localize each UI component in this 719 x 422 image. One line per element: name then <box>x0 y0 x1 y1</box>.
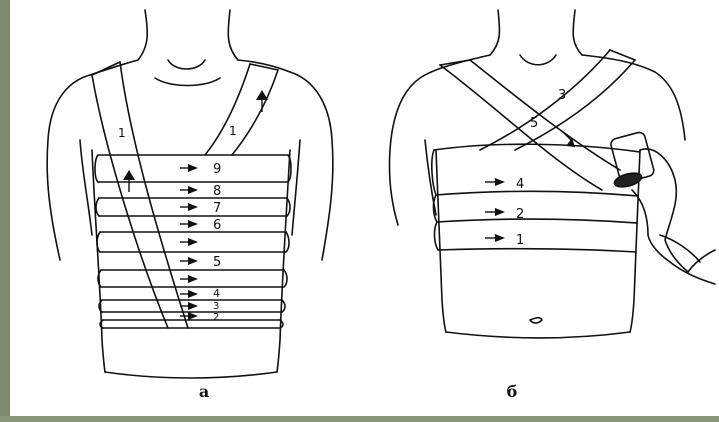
band-label-8: 8 <box>213 184 221 199</box>
right-arm-outer <box>290 72 333 260</box>
band-label-4: 4 <box>516 177 524 192</box>
right-strap-right-edge <box>232 70 278 155</box>
torso-right-side <box>277 150 290 372</box>
figure-a-drawing: 1 1 9 8 7 6 5 4 3 2 <box>10 0 360 422</box>
band-label-9: 9 <box>213 162 221 177</box>
figure-b-caption: б <box>492 382 532 401</box>
left-frame-border <box>0 0 10 422</box>
band-label-3: 3 <box>213 301 219 312</box>
diag-band-5-lower <box>470 60 620 170</box>
neck-right-line <box>228 10 238 60</box>
band-label-6: 6 <box>213 218 221 233</box>
band-label-7: 7 <box>213 201 221 216</box>
collar-line <box>155 78 220 86</box>
figure-b-drawing: 4 2 1 5 3 <box>370 0 719 422</box>
torso-left-side <box>92 150 105 372</box>
band-label-5: 5 <box>213 255 221 270</box>
right-arm-inner <box>292 140 300 235</box>
clavicle-right <box>238 60 290 72</box>
band-label-2: 2 <box>516 207 524 222</box>
diag-label-3: 3 <box>558 88 566 103</box>
diag-band-3-lower <box>515 60 635 150</box>
right-strap-left-edge <box>205 64 250 155</box>
torso-left-side <box>436 150 446 332</box>
diag-label-5: 5 <box>530 116 538 131</box>
band-label-4: 4 <box>213 287 220 300</box>
hand-outline <box>640 149 688 272</box>
diag-band-3-upper <box>480 50 610 150</box>
neck-left-line <box>138 10 147 60</box>
diagonal-strap-left-edge <box>92 75 168 328</box>
band-label-2: 2 <box>213 312 219 323</box>
band-label-1: 1 <box>516 233 524 248</box>
left-arm-inner <box>80 140 92 235</box>
bottom-frame-border <box>0 416 719 422</box>
strap-label-right: 1 <box>229 124 237 138</box>
strap-label-left: 1 <box>118 126 126 140</box>
left-shoulder <box>389 55 490 225</box>
figure-a-caption: а <box>184 382 224 401</box>
diagonal-strap-right-edge <box>120 62 188 328</box>
